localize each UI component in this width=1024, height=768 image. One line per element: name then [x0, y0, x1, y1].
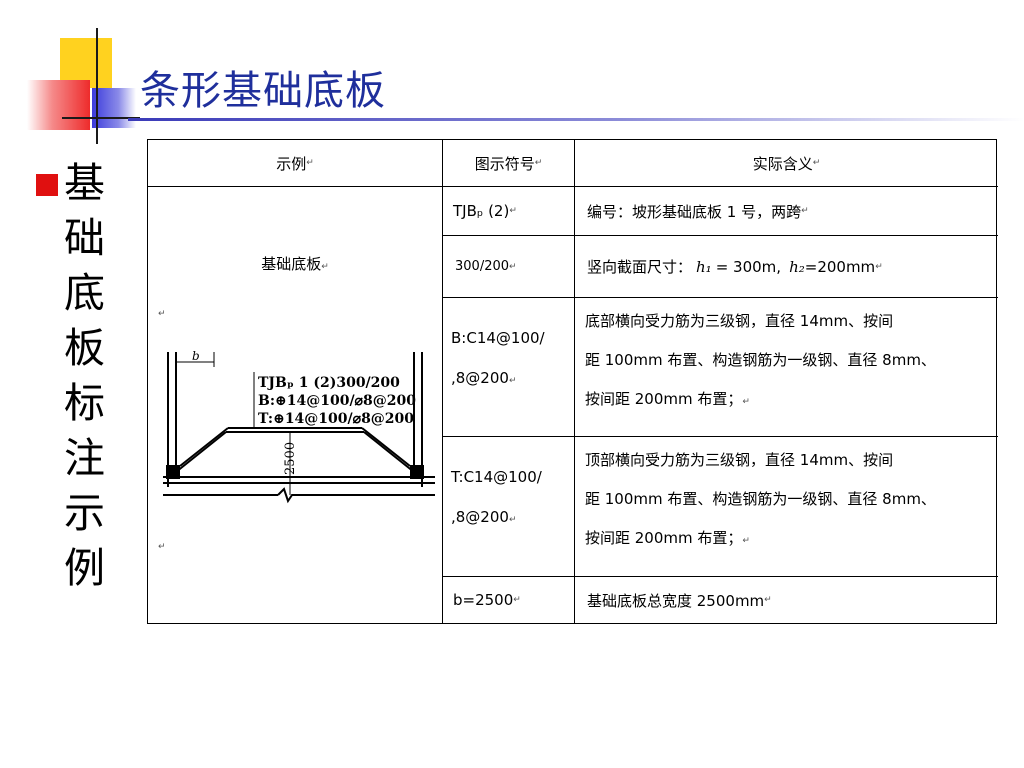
example-label: 基础底板↵ — [148, 253, 442, 274]
row3-meaning-line2: 距 100mm 布置、构造钢筋为一级钢、直径 8mm、 — [585, 351, 936, 369]
slide-title: 条形基础底板 — [140, 68, 386, 114]
side-heading-char: 基 — [64, 159, 105, 207]
row4-meaning-line3: 按间距 200mm 布置； — [585, 529, 743, 547]
row4-symbol-line1: T:C14@100/ — [451, 468, 542, 486]
return-mark: ↵ — [513, 595, 521, 605]
row3-symbol-line1: B:C14@100/ — [451, 329, 545, 347]
logo-red-square — [27, 80, 90, 130]
return-mark: ↵ — [742, 536, 750, 546]
return-mark: ↵ — [508, 515, 517, 525]
row1-symbol: TJBₚ (2)↵ — [443, 187, 575, 236]
return-mark: ↵ — [306, 158, 314, 168]
header-meaning: 实际含义↵ — [575, 140, 998, 187]
row5-symbol: b=2500↵ — [443, 577, 575, 623]
logo-vertical-line — [96, 28, 98, 144]
side-heading-char: 标 — [64, 379, 105, 427]
row4-meaning-line2: 距 100mm 布置、构造钢筋为一级钢、直径 8mm、 — [585, 490, 936, 508]
dim-b-label: b — [192, 349, 200, 363]
return-mark: ↵ — [742, 397, 750, 407]
return-mark: ↵ — [801, 206, 809, 216]
row2-symbol-text: 300/200 — [455, 259, 510, 274]
header-symbol: 图示符号↵ — [443, 140, 575, 187]
return-mark: ↵ — [875, 261, 883, 272]
row3-symbol-line2-wrap: ,8@200↵ — [451, 368, 566, 391]
row1-meaning-text: 编号：坡形基础底板 1 号，两跨 — [587, 202, 802, 221]
side-heading: 基 础 底 板 标 注 示 例 — [64, 156, 116, 596]
side-heading-char: 板 — [64, 324, 105, 372]
row3-symbol: B:C14@100/ ,8@200↵ — [443, 298, 575, 437]
return-mark: ↵ — [158, 542, 166, 552]
corner-logo — [0, 0, 140, 150]
side-heading-char: 例 — [64, 544, 105, 592]
row2-meaning: 竖向截面尺寸： h₁ = 300m, h₂ =200mm↵ — [575, 236, 998, 298]
bullet-square-icon — [36, 174, 58, 196]
return-mark: ↵ — [158, 309, 166, 319]
annotation-table: 示例↵ 图示符号↵ 实际含义↵ 基础底板↵ ↵ ↵ — [147, 139, 998, 624]
row3-meaning-line3-wrap: 按间距 200mm 布置；↵ — [585, 384, 988, 418]
row2-h1-value: = 300m, — [715, 257, 782, 276]
row2-symbol: 300/200↵ — [443, 236, 575, 298]
example-label-text: 基础底板 — [261, 255, 322, 273]
logo-blue-square — [92, 88, 136, 128]
row4-meaning: 顶部横向受力筋为三级钢，直径 14mm、按间 距 100mm 布置、构造钢筋为一… — [575, 437, 998, 577]
row4-meaning-line1: 顶部横向受力筋为三级钢，直径 14mm、按间 — [585, 451, 894, 469]
example-cell: 基础底板↵ ↵ ↵ — [148, 187, 443, 623]
return-mark: ↵ — [534, 158, 543, 168]
return-mark: ↵ — [509, 261, 517, 272]
row4-symbol-line2-wrap: ,8@200↵ — [451, 507, 566, 530]
header-example-label: 示例 — [276, 154, 307, 173]
row3-symbol-line2: ,8@200 — [451, 369, 509, 387]
drawing-height-label: 2500 — [283, 442, 298, 475]
row3-meaning: 底部横向受力筋为三级钢，直径 14mm、按间 距 100mm 布置、构造钢筋为一… — [575, 298, 998, 437]
side-heading-char: 示 — [64, 489, 105, 537]
row3-meaning-line1: 底部横向受力筋为三级钢，直径 14mm、按间 — [585, 312, 894, 330]
header-symbol-label: 图示符号 — [474, 154, 535, 173]
row2-h2-symbol: h₂ — [789, 257, 805, 276]
logo-horizontal-line — [62, 117, 140, 119]
row4-meaning-line3-wrap: 按间距 200mm 布置；↵ — [585, 523, 988, 557]
row2-h2-value: =200mm — [804, 257, 876, 276]
return-mark: ↵ — [321, 262, 329, 272]
return-mark: ↵ — [508, 376, 517, 386]
side-heading-char: 底 — [64, 269, 105, 317]
row3-meaning-line3: 按间距 200mm 布置； — [585, 390, 743, 408]
row1-symbol-text: TJBₚ (2) — [453, 202, 510, 220]
row4-symbol: T:C14@100/ ,8@200↵ — [443, 437, 575, 577]
header-meaning-label: 实际含义 — [752, 154, 813, 173]
row4-symbol-line2: ,8@200 — [451, 508, 509, 526]
drawing-label-line3: T:⊕14@100/⌀8@200 — [258, 411, 414, 427]
row1-meaning: 编号：坡形基础底板 1 号，两跨↵ — [575, 187, 998, 236]
return-mark: ↵ — [812, 158, 821, 168]
row5-meaning-text: 基础底板总宽度 2500mm — [587, 591, 765, 610]
side-heading-char: 础 — [64, 214, 105, 262]
return-mark: ↵ — [509, 206, 517, 216]
row5-symbol-text: b=2500 — [453, 591, 514, 609]
return-mark: ↵ — [764, 595, 772, 605]
side-heading-char: 注 — [64, 434, 105, 482]
row2-meaning-prefix: 竖向截面尺寸： — [587, 258, 693, 276]
drawing-label-line2: B:⊕14@100/⌀8@200 — [258, 393, 416, 409]
foundation-section-drawing: b TJBₚ 1 (2)300/200 B:⊕14@100/⌀8@200 T:⊕… — [163, 349, 435, 504]
row5-meaning: 基础底板总宽度 2500mm↵ — [575, 577, 998, 623]
logo-yellow-square — [60, 38, 112, 88]
row2-h1-symbol: h₁ — [696, 257, 712, 276]
title-underline — [128, 118, 1024, 121]
header-example: 示例↵ — [148, 140, 443, 187]
drawing-label-line1: TJBₚ 1 (2)300/200 — [258, 375, 400, 391]
